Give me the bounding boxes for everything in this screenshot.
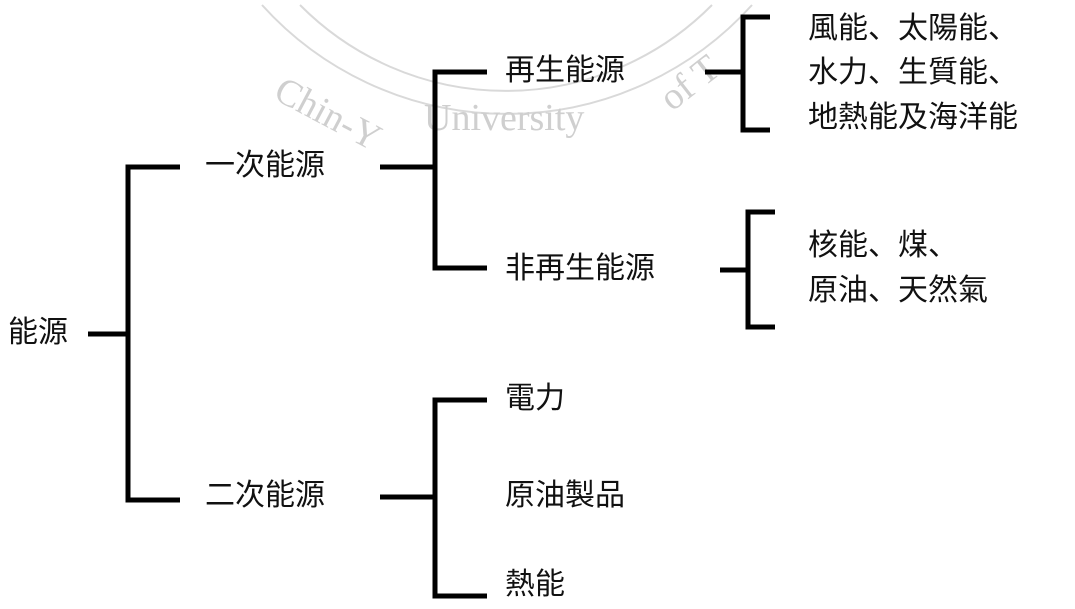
root-bracket bbox=[125, 164, 180, 503]
watermark-text-mid: University bbox=[424, 97, 584, 139]
node-labels: 能源 一次能源 二次能源 再生能源 非再生能源 風能、太陽能、 水力、生質能、 … bbox=[8, 11, 1018, 602]
root-label: 能源 bbox=[8, 315, 68, 350]
watermark-text-left: Chin-Y bbox=[268, 69, 388, 160]
secondary-item-electricity: 電力 bbox=[505, 381, 565, 416]
non-renewable-bracket bbox=[745, 209, 775, 330]
secondary-bracket bbox=[432, 397, 487, 599]
secondary-energy-label: 二次能源 bbox=[205, 478, 325, 513]
watermark-text-right: of T bbox=[652, 47, 728, 119]
non-renewable-examples-line-1: 核能、煤、 bbox=[808, 228, 958, 263]
non-renewable-label: 非再生能源 bbox=[505, 251, 655, 286]
secondary-item-heat: 熱能 bbox=[505, 567, 565, 602]
renewable-examples-line-3: 地熱能及海洋能 bbox=[808, 100, 1018, 135]
non-renewable-examples-line-2: 原油、天然氣 bbox=[808, 273, 988, 308]
renewable-examples-line-1: 風能、太陽能、 bbox=[808, 11, 1018, 46]
renewable-label: 再生能源 bbox=[505, 53, 625, 88]
renewable-bracket bbox=[740, 14, 770, 133]
primary-energy-label: 一次能源 bbox=[205, 148, 325, 183]
connectors bbox=[88, 14, 775, 599]
renewable-examples-line-2: 水力、生質能、 bbox=[808, 55, 1018, 90]
primary-bracket bbox=[432, 69, 487, 271]
secondary-item-petroleum-products: 原油製品 bbox=[505, 478, 625, 513]
